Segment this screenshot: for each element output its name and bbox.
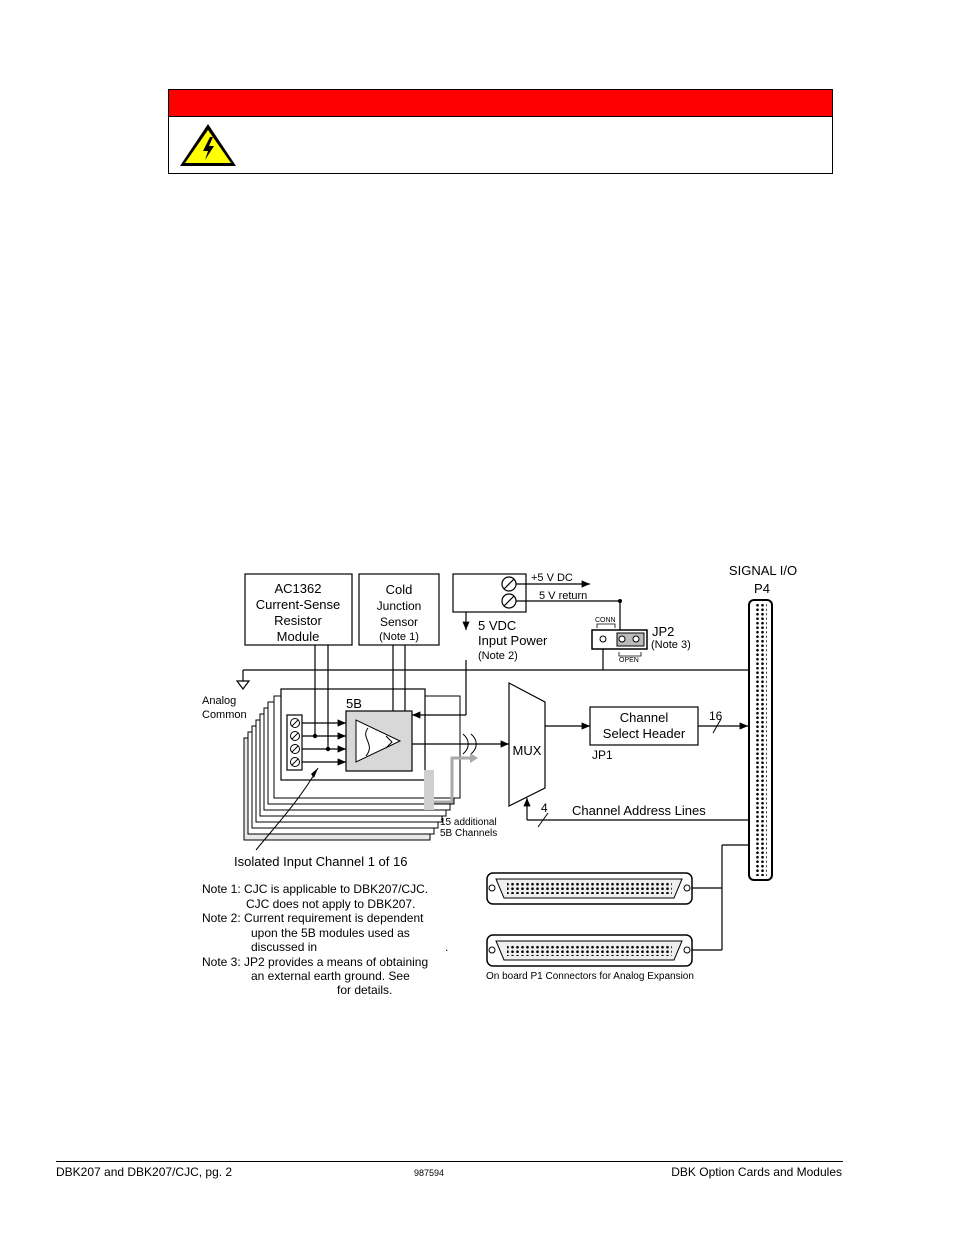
svg-text:upon the 5B modules used as: upon the 5B modules used as	[251, 926, 410, 940]
svg-text:an external earth ground. See: an external earth ground. See	[251, 969, 410, 983]
warning-box	[168, 89, 833, 174]
isolated-input-label: Isolated Input Channel 1 of 16	[234, 854, 407, 869]
ac1362-module-box: AC1362 Current-Sense Resistor Module	[244, 573, 353, 646]
conn-label: CONN	[595, 617, 616, 624]
svg-text:for details.: for details.	[337, 983, 392, 997]
bus-16-label: 16	[709, 709, 723, 723]
jp2-jumper	[591, 601, 648, 670]
high-voltage-warning-icon	[180, 124, 236, 166]
footer-page-label: DBK207 and DBK207/CJC, pg. 2	[56, 1165, 233, 1179]
svg-text:discussed in: discussed in	[251, 940, 317, 954]
footer-manual-title: DBK Option Cards and Modules	[671, 1165, 842, 1179]
p4-label: P4	[754, 581, 770, 596]
common-label: Common	[202, 709, 247, 721]
svg-text:Note 1: CJC is applicable to: Note 1: CJC is applicable to DBK207/CJC.	[202, 882, 428, 896]
input-power-label: Input Power	[478, 633, 548, 648]
jp1-label: JP1	[592, 748, 613, 762]
block-diagram: SIGNAL I/O P4 AC1362 Current-Sense Resis…	[202, 563, 797, 997]
svg-text:Sensor: Sensor	[380, 615, 418, 629]
note2-ref: (Note 2)	[478, 650, 518, 662]
note3-ref: (Note 3)	[651, 639, 691, 651]
analog-label: Analog	[202, 695, 236, 707]
5b-module	[345, 710, 413, 772]
channel-select-header-box: Channel Select Header	[589, 706, 699, 746]
footer-divider	[56, 1161, 843, 1162]
plus5v-label: +5 V DC	[531, 572, 573, 584]
p1-connector-top	[486, 872, 693, 905]
svg-text:Channel: Channel	[620, 710, 669, 725]
svg-text:.: .	[445, 940, 448, 954]
mux-label: MUX	[513, 743, 542, 758]
svg-text:AC1362: AC1362	[275, 581, 322, 596]
mux-block	[508, 682, 546, 807]
open-label: OPEN	[619, 657, 639, 664]
additional-channels-label-2: 5B Channels	[440, 828, 497, 839]
signal-io-label: SIGNAL I/O	[729, 563, 797, 578]
svg-text:Note 2: Current requirement i: Note 2: Current requirement is dependent	[202, 911, 424, 925]
5b-label: 5B	[346, 696, 362, 711]
diagram-notes: Note 1: CJC is applicable to DBK207/CJC.…	[202, 882, 448, 997]
svg-text:(Note 1): (Note 1)	[379, 631, 419, 643]
warning-header-bar	[169, 90, 832, 117]
svg-text:CJC does not apply to DBK207.: CJC does not apply to DBK207.	[246, 897, 415, 911]
ground-icon	[235, 680, 251, 690]
footer-doc-number: 987594	[414, 1168, 445, 1178]
additional-channels-label: 15 additional	[440, 817, 497, 828]
p4-connector	[748, 599, 773, 881]
svg-text:Note 3: JP2 provides a means: Note 3: JP2 provides a means of obtainin…	[202, 955, 428, 969]
svg-text:Select Header: Select Header	[603, 726, 686, 741]
p1-caption: On board P1 Connectors for Analog Expans…	[486, 971, 694, 982]
svg-text:Cold: Cold	[386, 582, 413, 597]
p1-connector-bottom	[486, 934, 693, 967]
svg-text:Resistor: Resistor	[274, 613, 322, 628]
cold-junction-sensor-box: Cold Junction Sensor (Note 1)	[358, 573, 440, 646]
svg-text:Current-Sense: Current-Sense	[256, 597, 341, 612]
power-terminal-block	[452, 573, 622, 613]
vdc-label: 5 VDC	[478, 618, 516, 633]
jp2-label: JP2	[652, 624, 674, 639]
bus-4-label: 4	[541, 801, 548, 815]
svg-text:Junction: Junction	[377, 599, 422, 613]
svg-text:Module: Module	[277, 629, 320, 644]
5v-return-label: 5 V return	[539, 590, 587, 602]
input-terminal-strip	[286, 714, 303, 771]
channel-address-label: Channel Address Lines	[572, 803, 706, 818]
